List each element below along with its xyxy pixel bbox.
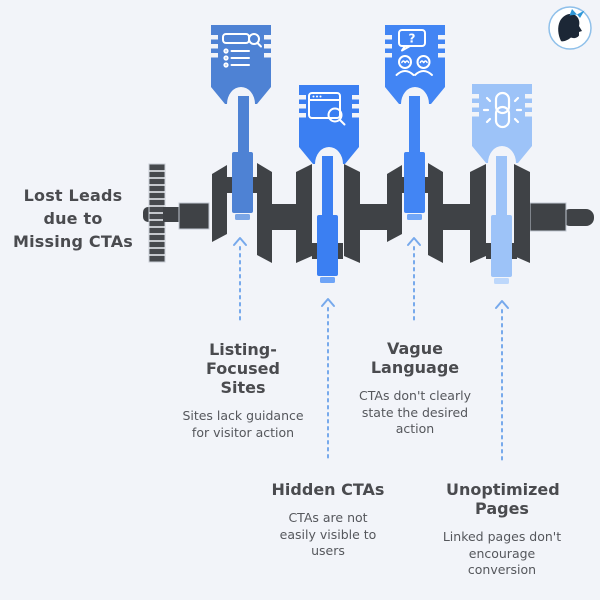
cause-description: Linked pages don't encourage conversion bbox=[442, 529, 562, 577]
arrow-listing-focused-sites bbox=[233, 237, 247, 323]
cause-description: CTAs are not easily visible to users bbox=[279, 510, 377, 558]
main-journal bbox=[529, 202, 567, 232]
cause-label-unoptimized-pages: Unoptimized Pages Linked pages don't enc… bbox=[437, 480, 567, 579]
head-silhouette bbox=[558, 13, 582, 42]
connecting-rod-listing-focused-sites bbox=[232, 96, 253, 220]
crank-pin-webs bbox=[227, 177, 517, 259]
butterfly-icon bbox=[569, 9, 585, 18]
shaft-segment bbox=[443, 204, 471, 230]
arrow-hidden-ctas bbox=[321, 298, 335, 463]
diagram-title: Lost Leads due to Missing CTAs bbox=[4, 184, 142, 253]
shaft-segment bbox=[360, 204, 389, 230]
shaft-segment bbox=[271, 204, 297, 230]
question-mark-glyph: ? bbox=[409, 32, 416, 46]
chain-link-icon bbox=[482, 91, 523, 129]
arrow-vague-language bbox=[407, 237, 421, 323]
connecting-rod-vague-language bbox=[404, 96, 425, 220]
shaft-segment bbox=[163, 207, 180, 222]
crankshaft bbox=[143, 163, 594, 263]
main-journal bbox=[178, 202, 210, 230]
cause-heading: Listing-Focused Sites bbox=[206, 340, 280, 397]
connecting-rod-unoptimized-pages bbox=[491, 156, 512, 284]
cause-label-vague-language: Vague Language CTAs don't clearly state … bbox=[352, 339, 478, 438]
confused-users-icon: ? bbox=[395, 29, 433, 76]
cause-description: CTAs don't clearly state the desired act… bbox=[359, 388, 471, 436]
brand-logo bbox=[548, 6, 592, 50]
pointer-arrows bbox=[233, 237, 509, 463]
piston-vague-language: ? bbox=[385, 25, 445, 104]
shaft-stub bbox=[562, 209, 594, 226]
title-line-3: Missing CTAs bbox=[12, 232, 134, 251]
flywheel-gear bbox=[148, 163, 166, 263]
browser-search-icon bbox=[308, 92, 346, 126]
cause-label-hidden-ctas: Hidden CTAs CTAs are not easily visible … bbox=[258, 480, 398, 560]
piston-hidden-ctas bbox=[299, 85, 359, 164]
piston-unoptimized-pages bbox=[472, 84, 532, 163]
piston-listing-focused-sites bbox=[211, 25, 271, 104]
counterweight-blades bbox=[212, 163, 530, 263]
cause-heading: Vague Language bbox=[370, 339, 460, 377]
title-line-2: due to bbox=[43, 209, 103, 228]
title-line-1: Lost Leads bbox=[23, 186, 123, 205]
cause-heading: Hidden CTAs bbox=[271, 480, 385, 499]
cause-label-listing-focused-sites: Listing-Focused Sites Sites lack guidanc… bbox=[177, 340, 309, 441]
cause-description: Sites lack guidance for visitor action bbox=[182, 408, 304, 440]
arrow-unoptimized-pages bbox=[495, 300, 509, 463]
search-listing-icon bbox=[222, 33, 262, 68]
connecting-rod-hidden-ctas bbox=[317, 156, 338, 283]
cause-heading: Unoptimized Pages bbox=[446, 480, 560, 518]
